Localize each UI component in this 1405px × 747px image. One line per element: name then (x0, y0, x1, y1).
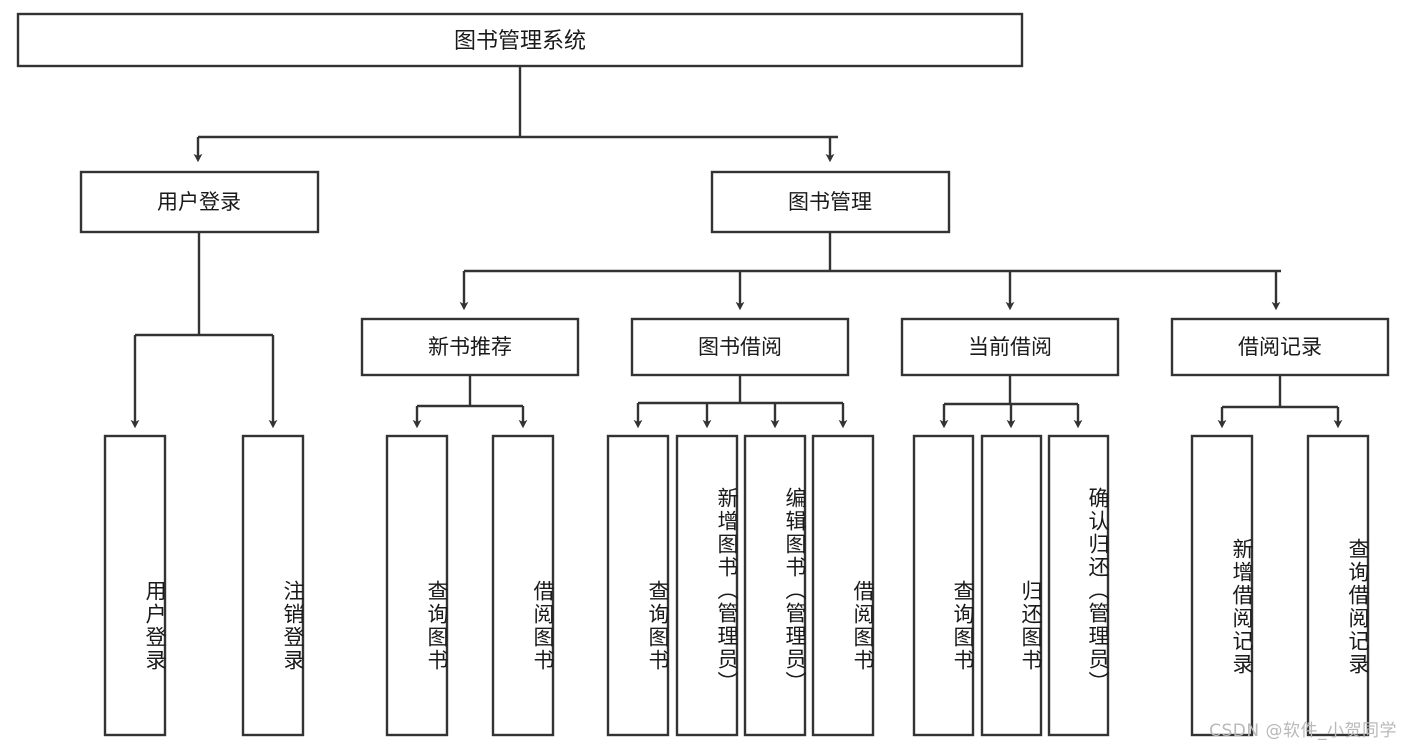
node-book-borrow-label: 图书借阅 (698, 335, 782, 359)
node-book-management-label: 图书管理 (788, 190, 872, 214)
node-root[interactable]: 图书管理系统 (16, 12, 1024, 68)
node-borrow-record[interactable]: 借阅记录 (1170, 317, 1390, 377)
leaf-box-user-login-1[interactable] (103, 434, 167, 737)
leaf-box-bookborrow-2[interactable] (675, 434, 739, 737)
node-user-login[interactable]: 用户登录 (79, 170, 320, 234)
leaf-box-newbook-2[interactable] (491, 434, 555, 737)
connector-borrowrecord-to-leaves (1217, 375, 1343, 429)
connector-root-to-level2 (193, 67, 838, 163)
node-book-management[interactable]: 图书管理 (710, 170, 951, 234)
node-new-book-recommend[interactable]: 新书推荐 (360, 317, 580, 377)
leaf-box-currentborrow-1[interactable] (912, 434, 975, 737)
leaf-box-user-login-2[interactable] (241, 434, 305, 737)
leaf-box-bookborrow-1[interactable] (606, 434, 670, 737)
leaf-box-bookborrow-4[interactable] (811, 434, 875, 737)
node-current-borrow-label: 当前借阅 (968, 335, 1052, 359)
leaf-box-currentborrow-3[interactable] (1047, 434, 1110, 737)
node-user-login-label: 用户登录 (157, 190, 241, 214)
node-book-borrow[interactable]: 图书借阅 (630, 317, 850, 377)
node-root-label: 图书管理系统 (454, 29, 586, 54)
connector-newbook-to-leaves (412, 375, 528, 429)
leaf-box-borrowrecord-1[interactable] (1190, 434, 1254, 737)
connector-bookmgmt-to-level3 (459, 233, 1281, 311)
leaf-box-borrowrecord-2[interactable] (1306, 434, 1370, 737)
connector-userlogin-to-leaves (130, 233, 278, 429)
leaf-box-currentborrow-2[interactable] (980, 434, 1043, 737)
node-current-borrow[interactable]: 当前借阅 (900, 317, 1120, 377)
node-new-book-recommend-label: 新书推荐 (428, 335, 512, 359)
node-borrow-record-label: 借阅记录 (1238, 335, 1322, 359)
connector-bookborrow-to-leaves (633, 375, 848, 429)
leaf-box-bookborrow-3[interactable] (743, 434, 807, 737)
connector-currentborrow-to-leaves (939, 375, 1083, 429)
leaf-box-newbook-1[interactable] (385, 434, 449, 737)
csdn-watermark: CSDN @软件_小贺同学 (1209, 721, 1397, 741)
